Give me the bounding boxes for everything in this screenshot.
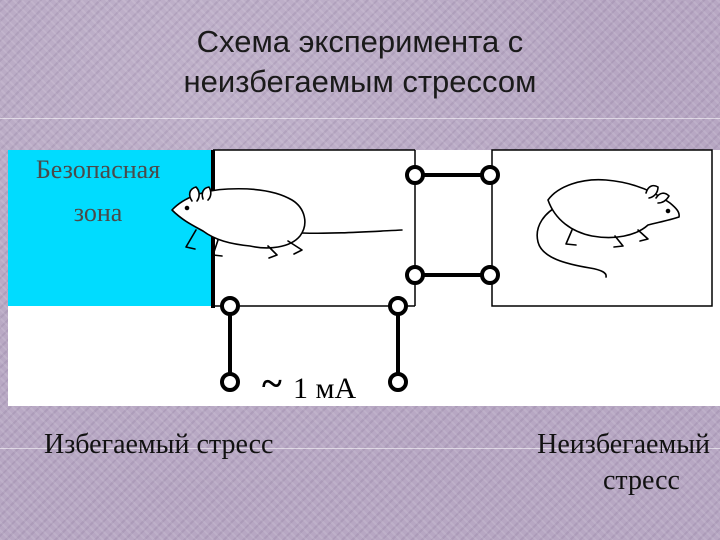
- safe-zone: [8, 150, 213, 306]
- divider-top: [0, 118, 720, 119]
- terminal-circle-icon: [405, 165, 425, 185]
- divider-bottom: [0, 448, 720, 449]
- caption-inescapable-line-1: Неизбегаемый: [537, 429, 710, 460]
- terminal-circle-icon: [405, 265, 425, 285]
- inescapable-chamber: [491, 149, 713, 307]
- terminal-circle-icon: [480, 265, 500, 285]
- ac-symbol: ~: [262, 363, 282, 405]
- safe-zone-label-2: зона: [74, 198, 123, 227]
- terminal-circle-icon: [220, 296, 240, 316]
- caption-inescapable-stress: Неизбегаемый стресс: [450, 427, 710, 499]
- title-line-2: неизбегаемым стрессом: [183, 64, 537, 99]
- title-line-1: Схема эксперимента с: [196, 24, 524, 59]
- rat-huddled-icon: [536, 178, 680, 278]
- slide-title: Схема эксперимента с неизбегаемым стресс…: [0, 22, 720, 102]
- safe-zone-label-1: Безопасная: [36, 155, 160, 184]
- terminal-circle-icon: [220, 372, 240, 392]
- terminals: [220, 165, 500, 392]
- rat-escaping-icon: [171, 186, 403, 259]
- wires: [228, 173, 490, 382]
- current-label: 1 мА: [293, 372, 356, 405]
- terminal-circle-icon: [388, 296, 408, 316]
- terminal-circle-icon: [480, 165, 500, 185]
- caption-inescapable-line-2: стресс: [603, 465, 680, 496]
- caption-avoidable-stress: Избегаемый стресс: [44, 429, 274, 460]
- terminal-circle-icon: [388, 372, 408, 392]
